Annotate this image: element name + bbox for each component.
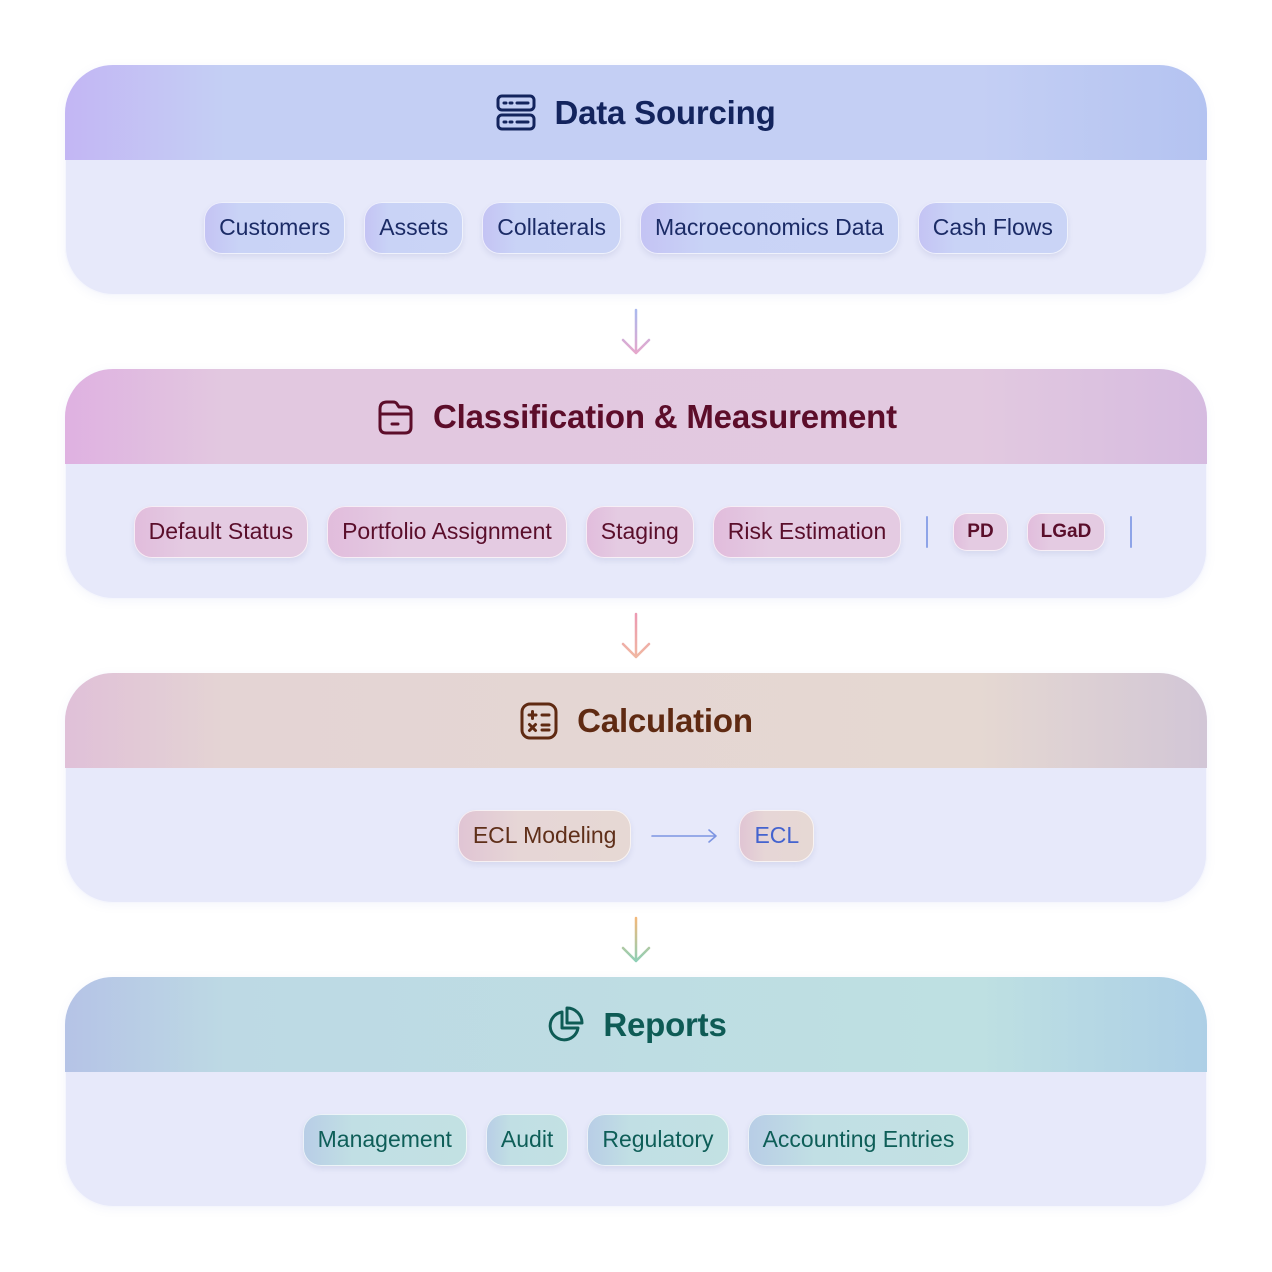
calculation-title: Calculation [577,701,753,739]
data-sourcing-items: Customers Assets Collaterals Macroeconom… [65,160,1207,295]
portfolio-assignment-pill[interactable]: Portfolio Assignment [327,505,567,558]
calculation-header: Calculation [65,673,1207,768]
data-sourcing-header: Data Sourcing [65,65,1207,160]
classification-title: Classification & Measurement [433,397,897,435]
audit-pill[interactable]: Audit [485,1113,569,1166]
ecl-modeling-pill[interactable]: ECL Modeling [457,809,632,862]
data-sourcing-card: Data Sourcing Customers Assets Collatera… [65,65,1207,295]
arrow-down-icon [621,916,651,963]
classification-items: Default Status Portfolio Assignment Stag… [65,464,1207,599]
data-sourcing-title: Data Sourcing [554,93,776,131]
classification-card: Classification & Measurement Default Sta… [65,369,1207,599]
cash-flows-pill[interactable]: Cash Flows [917,201,1068,254]
risk-estimation-pill[interactable]: Risk Estimation [712,505,902,558]
pd-pill[interactable]: PD [953,512,1008,551]
divider [1130,515,1133,548]
pie-chart-icon [549,1006,584,1041]
arrow-right-icon [651,828,718,843]
macroeconomics-data-pill[interactable]: Macroeconomics Data [639,201,899,254]
reports-items: Management Audit Regulatory Accounting E… [65,1072,1207,1207]
lgad-pill[interactable]: LGaD [1026,512,1106,551]
assets-pill[interactable]: Assets [364,201,464,254]
divider [926,515,929,548]
classification-header: Classification & Measurement [65,369,1207,464]
management-pill[interactable]: Management [302,1113,467,1166]
folder-icon [378,400,413,434]
reports-title: Reports [603,1005,727,1043]
accounting-entries-pill[interactable]: Accounting Entries [747,1113,970,1166]
calculation-card: Calculation ECL Modeling ECL [65,673,1207,903]
calculator-icon [520,702,558,739]
collaterals-pill[interactable]: Collaterals [482,201,621,254]
arrow-down-icon [621,612,651,659]
reports-header: Reports [65,977,1207,1072]
regulatory-pill[interactable]: Regulatory [587,1113,729,1166]
calculation-items: ECL Modeling ECL [65,768,1207,903]
default-status-pill[interactable]: Default Status [133,505,309,558]
arrow-down-icon [621,308,651,355]
server-icon [496,94,536,130]
customers-pill[interactable]: Customers [204,201,346,254]
ecl-pill[interactable]: ECL [739,809,815,862]
reports-card: Reports Management Audit Regulatory Acco… [65,977,1207,1207]
staging-pill[interactable]: Staging [585,505,694,558]
